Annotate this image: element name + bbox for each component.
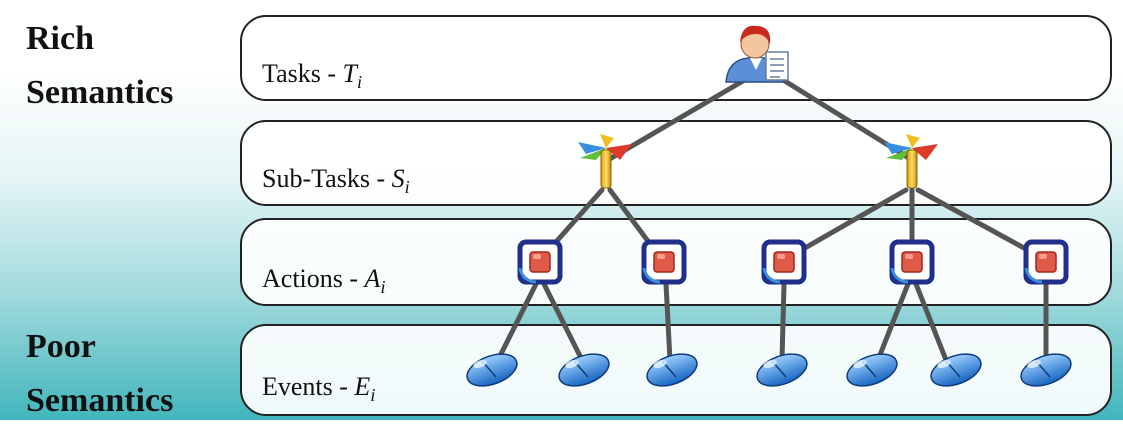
connector-action2-event3 — [663, 281, 673, 363]
action-square-icon — [764, 242, 804, 282]
connector-action4-event6 — [913, 281, 949, 363]
connector-task-subtask1 — [605, 75, 751, 163]
action-square-icon — [1026, 242, 1066, 282]
connector-action1-event2 — [541, 281, 585, 363]
pinwheel-icon — [577, 133, 633, 189]
layer-name: Events - — [262, 372, 355, 401]
layer-variable: A — [364, 264, 381, 293]
pinwheel-icon — [883, 133, 939, 189]
mouse-icon — [926, 347, 986, 393]
layer-label-subtasks: Sub-Tasks - Si — [262, 164, 410, 198]
connector-action3-event4 — [779, 281, 787, 363]
action-square-icon — [644, 242, 684, 282]
layer-label-tasks: Tasks - Ti — [262, 59, 362, 93]
layer-subtasks: Sub-Tasks - Si — [240, 120, 1112, 206]
connector-action1-event1 — [495, 281, 539, 363]
layer-subscript: i — [404, 177, 410, 197]
layer-subscript: i — [380, 277, 386, 297]
mouse-icon — [842, 347, 902, 393]
layer-variable: T — [342, 59, 357, 88]
poor-label: Poor — [26, 328, 96, 365]
action-square-icon — [892, 242, 932, 282]
layer-variable: S — [391, 164, 405, 193]
rich-semantics-label: Semantics — [26, 74, 174, 111]
layer-actions: Actions - Ai — [240, 218, 1112, 306]
layer-name: Actions - — [262, 264, 365, 293]
layer-label-events: Events - Ei — [262, 372, 375, 406]
layer-subscript: i — [370, 385, 376, 405]
layer-variable: E — [354, 372, 371, 401]
layer-name: Sub-Tasks - — [262, 164, 392, 193]
layer-tasks: Tasks - Ti — [240, 15, 1112, 101]
layer-label-actions: Actions - Ai — [262, 264, 385, 298]
action-square-icon — [520, 242, 560, 282]
mouse-icon — [554, 347, 614, 393]
layer-subscript: i — [356, 72, 362, 92]
connectors — [495, 75, 1049, 363]
poor-semantics-label: Semantics — [26, 382, 174, 419]
connector-action4-event5 — [875, 281, 911, 363]
mouse-icon — [462, 347, 522, 393]
rich-label: Rich — [26, 20, 94, 57]
layer-name: Tasks - — [262, 59, 343, 88]
user-document-icon — [725, 25, 789, 83]
